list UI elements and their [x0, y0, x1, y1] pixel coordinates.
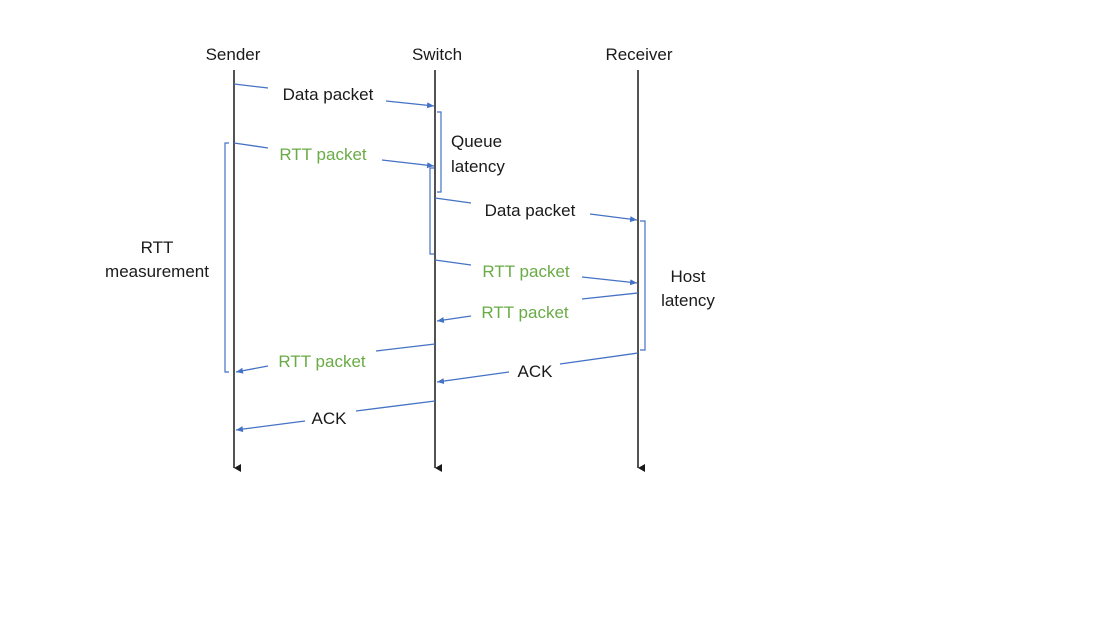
ack-2-arrow [235, 420, 306, 433]
rtt-packet-1-arrow [381, 159, 435, 169]
queue-latency-label-line1: Queue [451, 132, 502, 151]
ack-1-label: ACK [518, 362, 554, 381]
queue-latency-label-line2: latency [451, 157, 505, 176]
rtt-measurement-label-line1: RTT [141, 238, 174, 257]
rtt-packet-3-arrow [436, 315, 472, 323]
host-latency-label-line2: latency [661, 291, 715, 310]
ack-1-arrow-tail [559, 352, 639, 365]
rtt-packet-1-label: RTT packet [279, 145, 367, 164]
participant-sender: Sender [206, 45, 261, 64]
rtt-packet-2-arrow-tail [434, 259, 472, 266]
ack-2-label: ACK [312, 409, 348, 428]
rtt-measurement-bracket [224, 142, 229, 373]
data-packet-2-label: Data packet [485, 201, 576, 220]
rtt-packet-2-label: RTT packet [482, 262, 570, 281]
data-packet-1-arrow [385, 100, 435, 109]
rtt-packet-2-arrow [581, 276, 638, 286]
rtt-packet-4-arrow-tail [375, 343, 436, 352]
data-packet-1-label: Data packet [283, 85, 374, 104]
participant-switch: Switch [412, 45, 462, 64]
ack-2-arrow-tail [355, 400, 436, 412]
switch-hold-bracket [429, 167, 434, 255]
host-latency-bracket [640, 220, 646, 351]
ack-1-arrow [436, 371, 510, 385]
rtt-packet-4-arrow [235, 365, 269, 374]
rtt-packet-4-label: RTT packet [278, 352, 366, 371]
rtt-packet-3-label: RTT packet [481, 303, 569, 322]
rtt-packet-1-arrow-tail [233, 142, 269, 149]
queue-latency-bracket [437, 111, 442, 193]
rtt-packet-3-arrow-tail [581, 292, 639, 300]
host-latency-label-line1: Host [671, 267, 706, 286]
participant-receiver: Receiver [605, 45, 672, 64]
data-packet-2-arrow [589, 213, 638, 223]
data-packet-1-arrow-tail [233, 83, 269, 89]
data-packet-2-arrow-tail [434, 197, 472, 204]
rtt-measurement-label-line2: measurement [105, 262, 209, 281]
